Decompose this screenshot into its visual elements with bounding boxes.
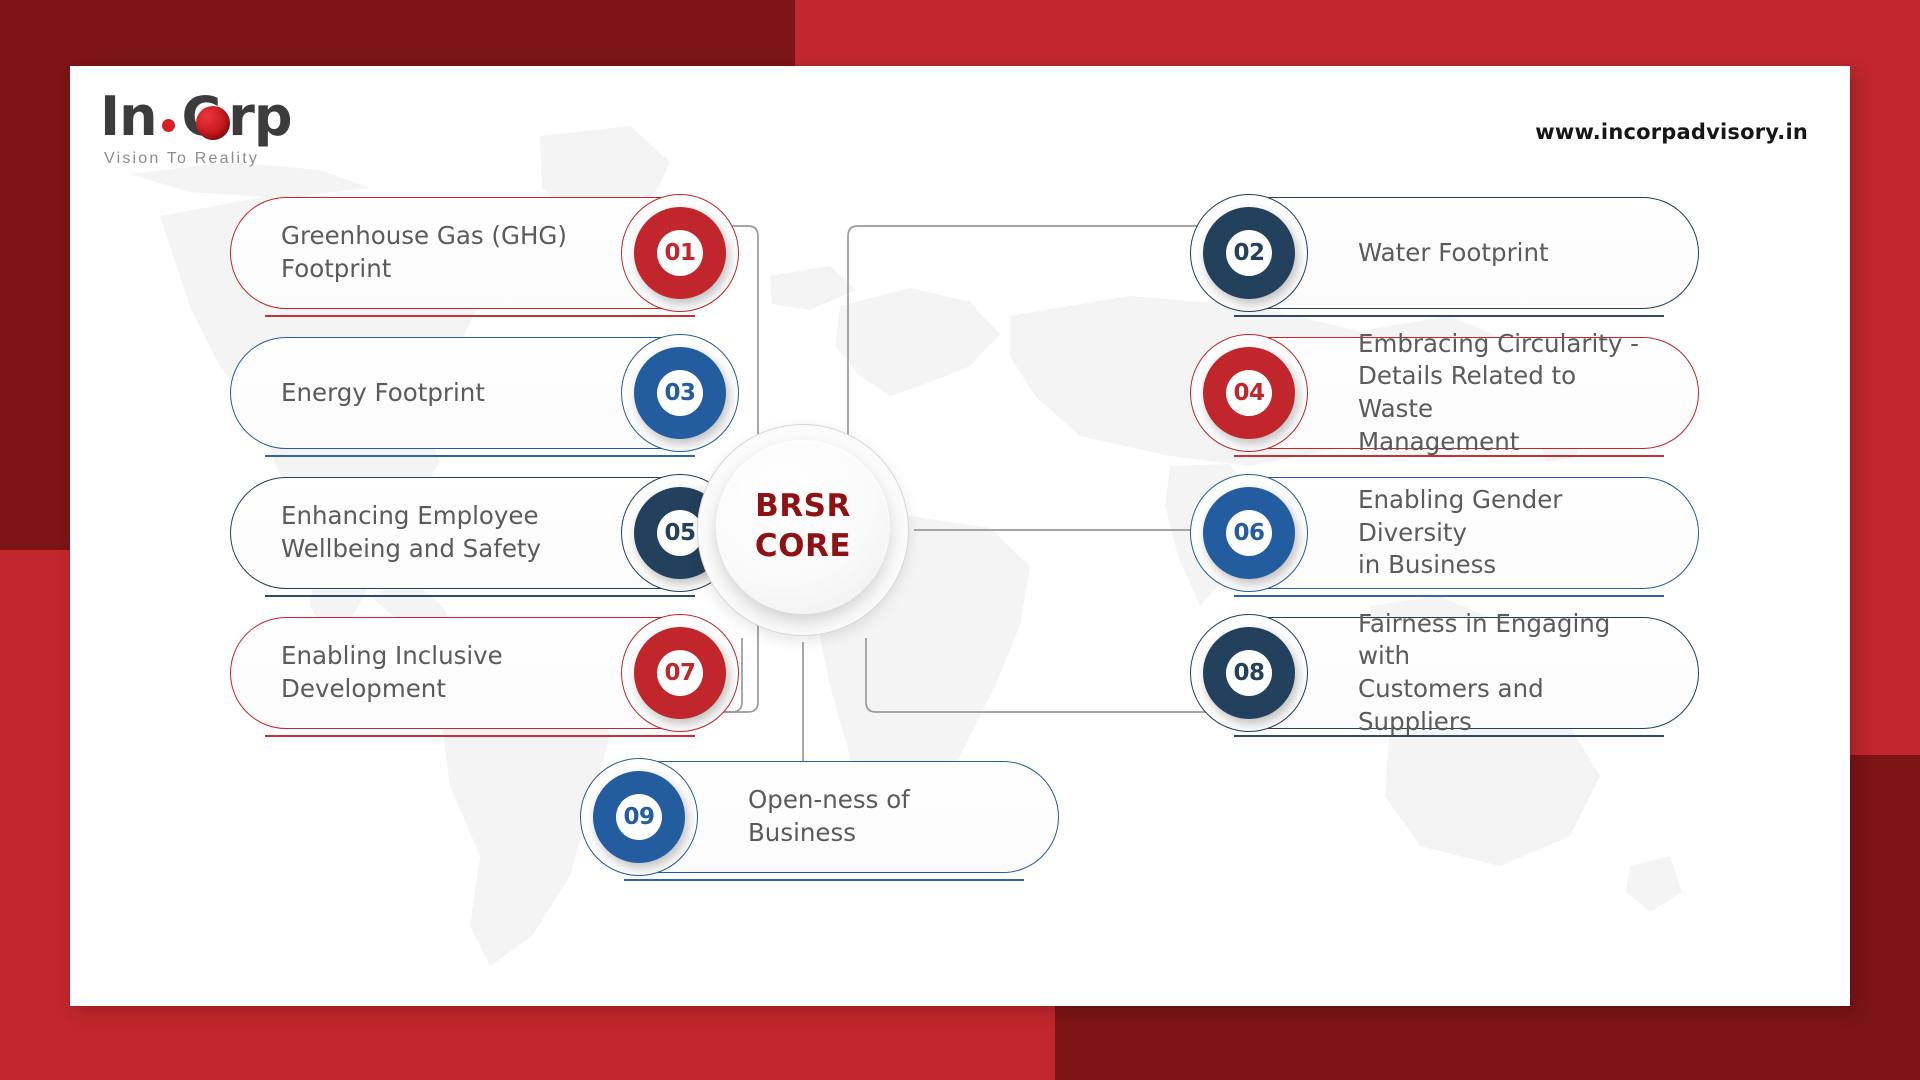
infographic-canvas: In C rp Vision To Reality www.incorpadvi… — [70, 66, 1850, 1006]
item-badge-01: 01 — [621, 194, 739, 312]
badge-disc-07: 07 — [634, 627, 726, 719]
badge-core-08: 08 — [1226, 650, 1272, 696]
item-card-06[interactable]: 06 Enabling Gender Diversity in Business — [1190, 474, 1699, 597]
item-badge-08: 08 — [1190, 614, 1308, 732]
item-card-07[interactable]: Enabling Inclusive Development 07 — [230, 614, 739, 737]
website-url: www.incorpadvisory.in — [1535, 120, 1808, 144]
item-number-05: 05 — [664, 520, 696, 546]
badge-disc-04: 04 — [1203, 347, 1295, 439]
item-card-01[interactable]: Greenhouse Gas (GHG) Footprint 01 — [230, 194, 739, 317]
item-number-03: 03 — [664, 380, 696, 406]
item-label-05: Enhancing Employee Wellbeing and Safety — [281, 501, 542, 563]
item-card-03[interactable]: Energy Footprint 03 — [230, 334, 739, 457]
badge-core-02: 02 — [1226, 230, 1272, 276]
badge-core-09: 09 — [616, 794, 662, 840]
item-label-01: Greenhouse Gas (GHG) Footprint — [281, 221, 567, 283]
badge-disc-06: 06 — [1203, 487, 1295, 579]
logo-tagline: Vision To Reality — [104, 150, 260, 167]
badge-core-01: 01 — [657, 230, 703, 276]
hub-brsr-core: BRSR CORE — [697, 424, 909, 636]
badge-core-03: 03 — [657, 370, 703, 416]
logo-dot-icon — [161, 118, 175, 132]
item-number-01: 01 — [664, 240, 696, 266]
item-number-09: 09 — [623, 804, 655, 830]
badge-core-07: 07 — [657, 650, 703, 696]
item-number-06: 06 — [1233, 520, 1265, 546]
item-badge-04: 04 — [1190, 334, 1308, 452]
logo-wordmark: In C rp — [100, 85, 292, 148]
logo-text-in: In — [100, 85, 158, 148]
item-label-06: Enabling Gender Diversity in Business — [1358, 485, 1563, 580]
item-label-07: Enabling Inclusive Development — [281, 641, 503, 703]
item-label-03: Energy Footprint — [281, 377, 485, 407]
item-label-09: Open-ness of Business — [748, 785, 910, 847]
item-number-08: 08 — [1233, 660, 1265, 686]
brand-logo: In C rp Vision To Reality — [100, 85, 292, 168]
item-card-09[interactable]: 09 Open-ness of Business — [580, 758, 1059, 881]
item-card-04[interactable]: 04 Embracing Circularity - Details Relate… — [1190, 329, 1699, 457]
item-label-08: Fairness in Engaging with Customers and … — [1358, 608, 1611, 736]
logo-text-rp: rp — [228, 85, 292, 148]
hub-title-line2: CORE — [754, 528, 852, 564]
item-card-02[interactable]: 02 Water Footprint — [1190, 194, 1699, 317]
badge-disc-01: 01 — [634, 207, 726, 299]
item-number-07: 07 — [664, 660, 696, 686]
badge-disc-08: 08 — [1203, 627, 1295, 719]
badge-core-04: 04 — [1226, 370, 1272, 416]
badge-core-06: 06 — [1226, 510, 1272, 556]
badge-disc-09: 09 — [593, 771, 685, 863]
hub-title-line1: BRSR — [755, 488, 851, 525]
item-card-05[interactable]: Enhancing Employee Wellbeing and Safety 0… — [230, 474, 739, 597]
item-badge-02: 02 — [1190, 194, 1308, 312]
item-number-02: 02 — [1233, 240, 1265, 266]
item-label-02: Water Footprint — [1358, 237, 1549, 267]
item-number-04: 04 — [1233, 380, 1265, 406]
hub-inner-disc: BRSR CORE — [716, 440, 890, 614]
badge-disc-02: 02 — [1203, 207, 1295, 299]
item-card-08[interactable]: 08 Fairness in Engaging with Customers an… — [1190, 609, 1699, 737]
item-badge-06: 06 — [1190, 474, 1308, 592]
globe-icon — [196, 106, 231, 140]
item-badge-09: 09 — [580, 758, 698, 876]
item-label-04: Embracing Circularity - Details Related … — [1358, 328, 1640, 456]
